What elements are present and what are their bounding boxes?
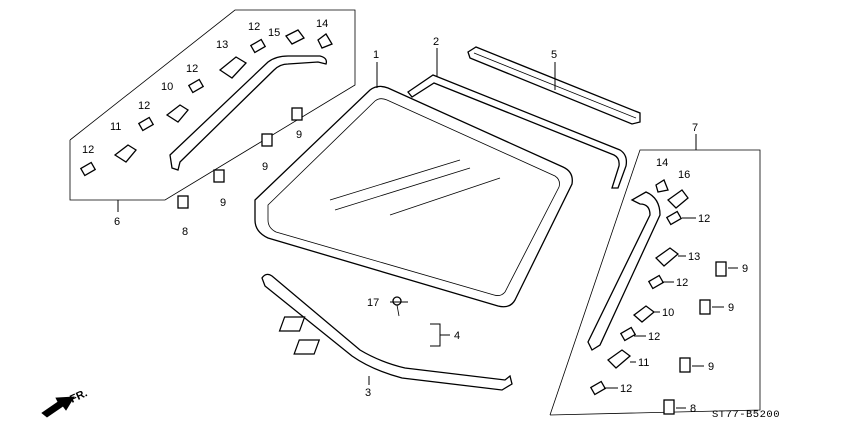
clip-9-b [261, 133, 273, 147]
clip-11-a [113, 144, 137, 163]
right-molding-assembly [549, 149, 761, 416]
label-2: 2 [433, 36, 439, 48]
label-7: 7 [692, 122, 698, 134]
clip-12-g [619, 326, 637, 342]
clip-8-a [177, 195, 189, 209]
label-6: 6 [114, 216, 120, 228]
label-12-e: 12 [698, 213, 710, 225]
label-9-d: 9 [742, 263, 748, 275]
clip-9-e [699, 299, 711, 315]
label-1: 1 [373, 49, 379, 61]
label-13-b: 13 [688, 251, 700, 263]
label-11-a: 11 [110, 121, 121, 133]
label-10-a: 10 [161, 81, 173, 93]
clip-12-f [647, 274, 665, 290]
clip-9-d [715, 261, 727, 277]
label-8-b: 8 [690, 403, 696, 415]
label-14-b: 14 [656, 157, 668, 169]
clip-12-e [665, 210, 683, 226]
label-9-a: 9 [296, 129, 302, 141]
label-12-f: 12 [676, 277, 688, 289]
front-direction-arrow-icon [41, 396, 75, 418]
clip-4 [278, 316, 321, 355]
clip-10 [165, 104, 189, 123]
label-12-g: 12 [648, 331, 660, 343]
label-5: 5 [551, 49, 557, 61]
label-3: 3 [365, 387, 371, 399]
clip-12-h [589, 380, 607, 396]
label-12-d: 12 [248, 21, 260, 33]
label-4: 4 [454, 330, 460, 342]
clip-12-a [79, 161, 97, 177]
label-9-e: 9 [728, 302, 734, 314]
clip-11-b [606, 349, 632, 369]
label-17: 17 [367, 297, 379, 309]
label-12-h: 12 [620, 383, 632, 395]
leader-lines [117, 48, 738, 409]
clip-15 [285, 29, 305, 45]
label-10-b: 10 [662, 307, 674, 319]
clip-17 [392, 296, 402, 317]
label-9-b: 9 [262, 161, 268, 173]
clip-13-b [654, 247, 680, 267]
lower-molding [261, 273, 513, 391]
front-direction-label: FR. [68, 387, 89, 405]
label-11-b: 11 [638, 357, 649, 369]
label-14-a: 14 [316, 18, 328, 30]
clip-14-b [655, 179, 669, 193]
clip-9-a [291, 107, 303, 121]
label-12-c: 12 [186, 63, 198, 75]
diagram-code: ST77-B5200 [712, 409, 780, 421]
windshield-glass [254, 85, 573, 308]
label-9-c: 9 [220, 197, 226, 209]
clip-9-f [679, 357, 691, 373]
clip-12-b [137, 116, 155, 132]
clip-10-b [632, 305, 656, 323]
label-16: 16 [678, 169, 690, 181]
clip-12-c [187, 78, 205, 94]
label-8-a: 8 [182, 226, 188, 238]
label-9-f: 9 [708, 361, 714, 373]
clip-9-c [213, 169, 225, 183]
clip-16 [666, 189, 689, 209]
label-15: 15 [268, 27, 280, 39]
clip-12-d [249, 38, 267, 54]
upper-molding [407, 74, 628, 189]
clip-13-a [218, 56, 248, 79]
left-molding-assembly [69, 9, 356, 201]
label-13-a: 13 [216, 39, 228, 51]
label-12-b: 12 [138, 100, 150, 112]
clip-14-a [317, 33, 333, 49]
clip-8-b [663, 399, 675, 415]
label-12-a: 12 [82, 144, 94, 156]
